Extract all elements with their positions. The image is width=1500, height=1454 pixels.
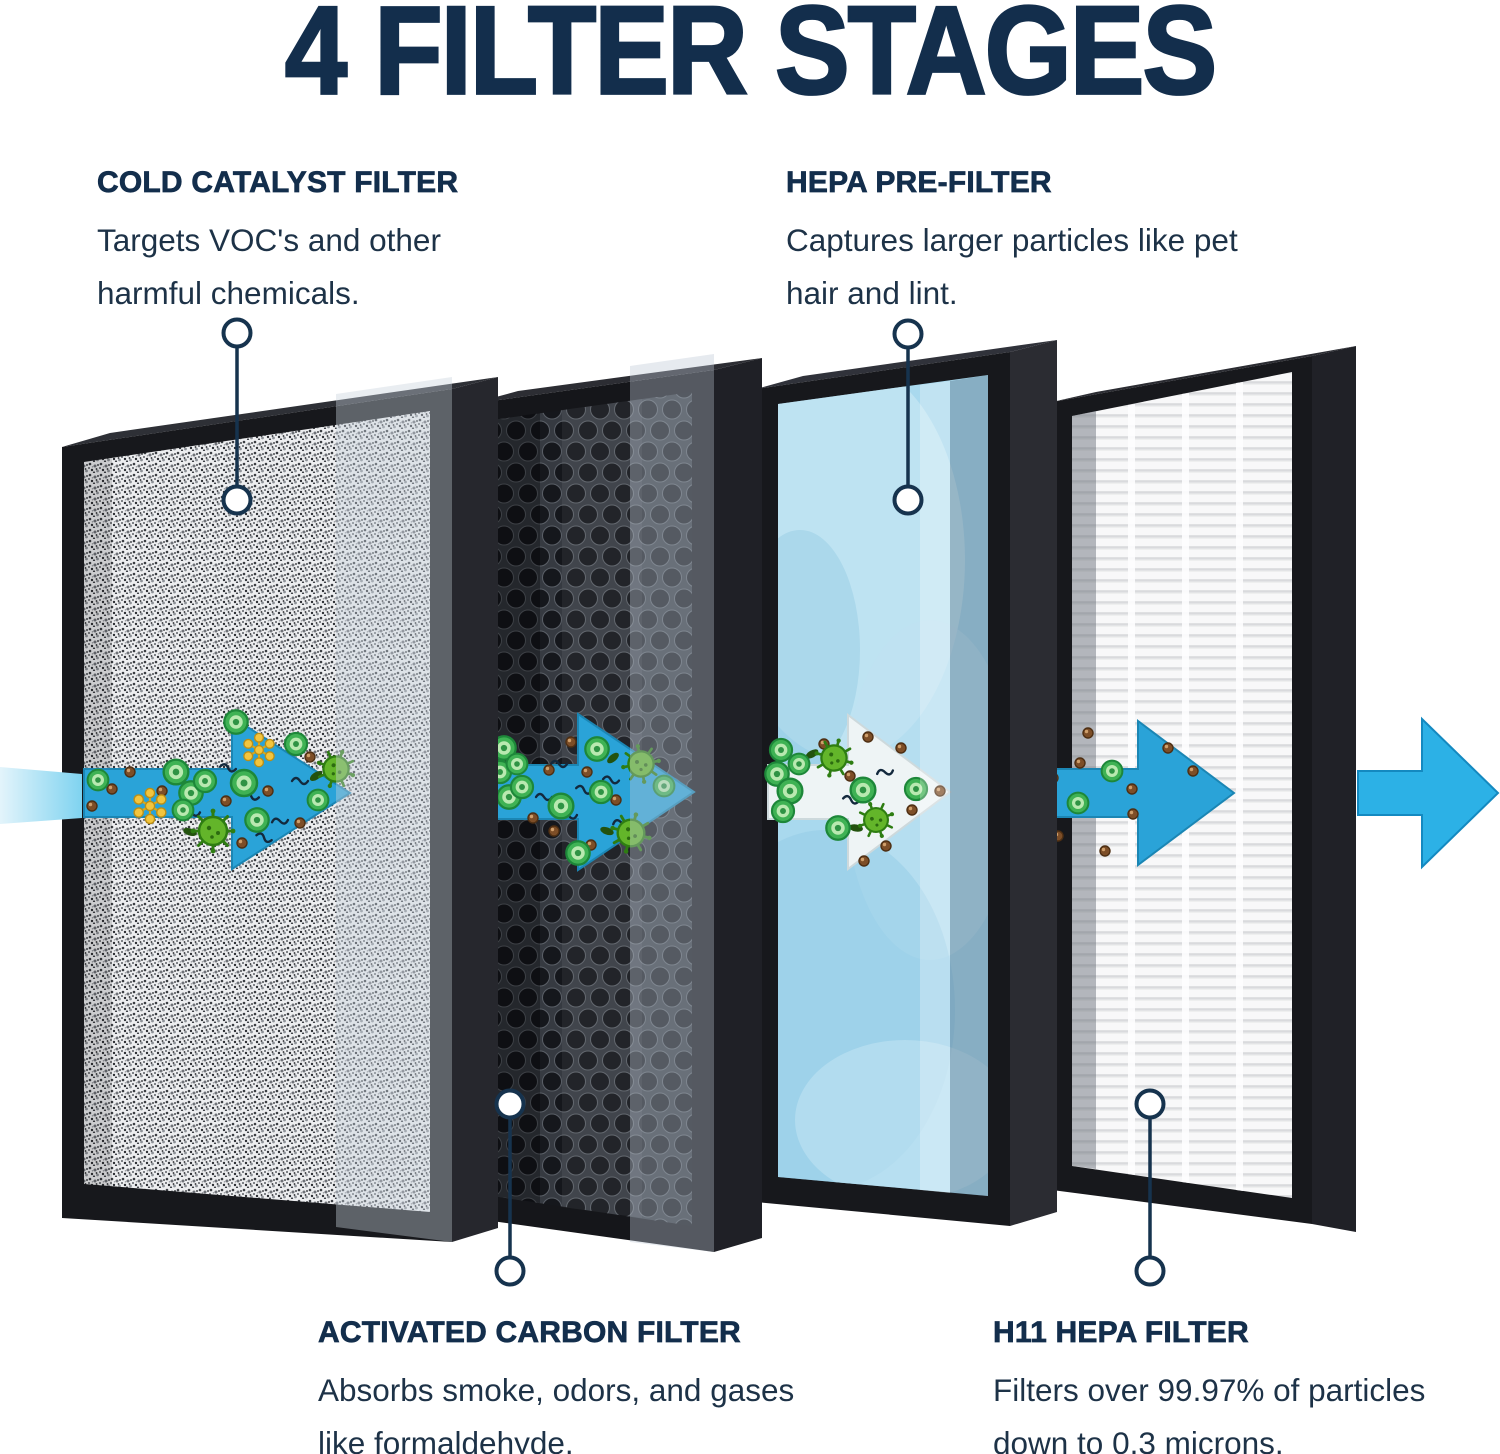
airflow-arrow-stage-1 — [83, 709, 364, 871]
label-hepa-pre-filter: HEPA PRE-FILTER Captures larger particle… — [786, 166, 1291, 320]
callout-connectors — [221, 317, 1166, 1287]
airflow-arrow-stage-4 — [1047, 719, 1236, 867]
callout-activated-carbon — [494, 1088, 526, 1287]
media-highlight — [920, 381, 950, 1193]
stage-label: COLD CATALYST FILTER — [97, 166, 459, 200]
panel-side-face — [1312, 346, 1356, 1232]
callout-hepa-pre — [892, 318, 924, 516]
filter-panel-hepa-pre — [756, 340, 1057, 1226]
pleat-column-gap — [1236, 382, 1243, 1191]
label-h11-hepa-filter: H11 HEPA FILTER Filters over 99.97% of p… — [993, 1316, 1458, 1454]
stage-label: H11 HEPA FILTER — [993, 1316, 1249, 1350]
label-cold-catalyst-filter: COLD CATALYST FILTER Targets VOC's and o… — [97, 166, 507, 320]
media-shade — [84, 458, 112, 1188]
media-shade — [950, 375, 988, 1196]
panel-top-face — [470, 358, 762, 404]
airflow-exit-arrow — [1357, 716, 1500, 870]
callout-cold-catalyst — [221, 317, 253, 516]
panel-top-face — [62, 377, 498, 447]
callout-h11-hepa — [1134, 1088, 1166, 1287]
filter-panel-activated-carbon — [470, 354, 762, 1252]
glass-pane-overlay — [630, 354, 714, 1252]
airflow-arrow-stage-3 — [764, 712, 952, 872]
airflow-arrow-stage-2 — [487, 712, 696, 872]
panel-top-face — [1052, 346, 1356, 402]
glass-pane-overlay — [336, 377, 452, 1242]
stage-label: HEPA PRE-FILTER — [786, 166, 1052, 200]
panel-side-face — [452, 377, 498, 1242]
panel-side-face — [1010, 340, 1057, 1226]
filter-panel-cold-catalyst — [62, 377, 498, 1242]
stage-description: Targets VOC's and other harmful chemical… — [97, 222, 441, 311]
stage-description: Captures larger particles like pet hair … — [786, 222, 1238, 311]
panel-side-face — [714, 358, 762, 1252]
stage-description: Absorbs smoke, odors, and gases like for… — [318, 1372, 795, 1454]
page-title: 4 FILTER STAGES — [284, 0, 1219, 121]
stage-label: ACTIVATED CARBON FILTER — [318, 1316, 741, 1350]
filter-panel-h11-hepa — [1047, 346, 1356, 1232]
stage-description: Filters over 99.97% of particles down to… — [993, 1372, 1426, 1454]
airflow-entry-arrow — [0, 767, 82, 824]
label-activated-carbon-filter: ACTIVATED CARBON FILTER Absorbs smoke, o… — [318, 1316, 818, 1454]
